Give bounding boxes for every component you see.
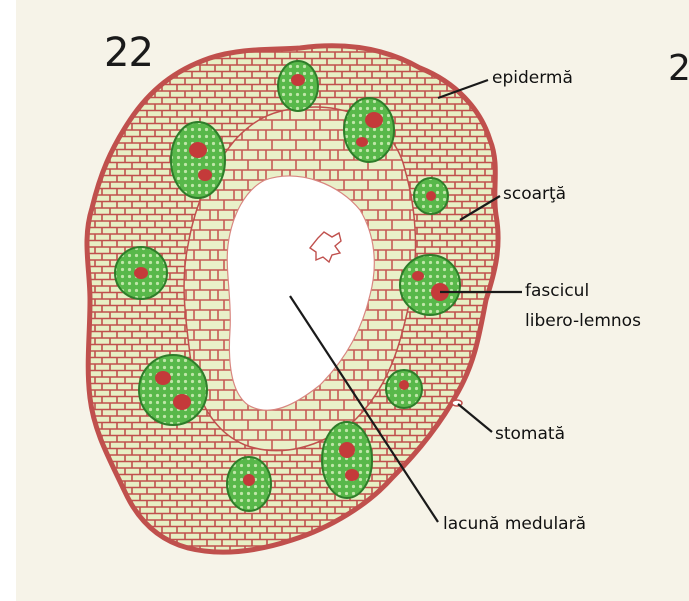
vascular-bundle <box>344 98 394 162</box>
vascular-bundle <box>227 457 271 511</box>
vascular-bundle <box>322 422 372 498</box>
label-fascicul-line1: fascicul <box>525 279 589 303</box>
vascular-bundle <box>414 178 448 214</box>
label-scoarta: scoarţă <box>503 182 566 206</box>
label-stomata: stomată <box>495 422 565 446</box>
vascular-bundle <box>386 370 422 408</box>
vascular-bundle <box>115 247 167 299</box>
next-figure-number-fragment: 2 <box>668 48 689 89</box>
vascular-bundle <box>139 355 207 425</box>
label-epiderma: epidermă <box>492 66 573 90</box>
figure-number: 22 <box>104 30 153 76</box>
leader-line-stomata <box>458 404 492 432</box>
vascular-bundle <box>171 122 225 198</box>
vascular-bundle <box>400 255 460 315</box>
vascular-bundle <box>278 61 318 111</box>
label-fascicul-line2: libero-lemnos <box>525 309 641 333</box>
label-lacuna: lacună medulară <box>443 512 586 536</box>
